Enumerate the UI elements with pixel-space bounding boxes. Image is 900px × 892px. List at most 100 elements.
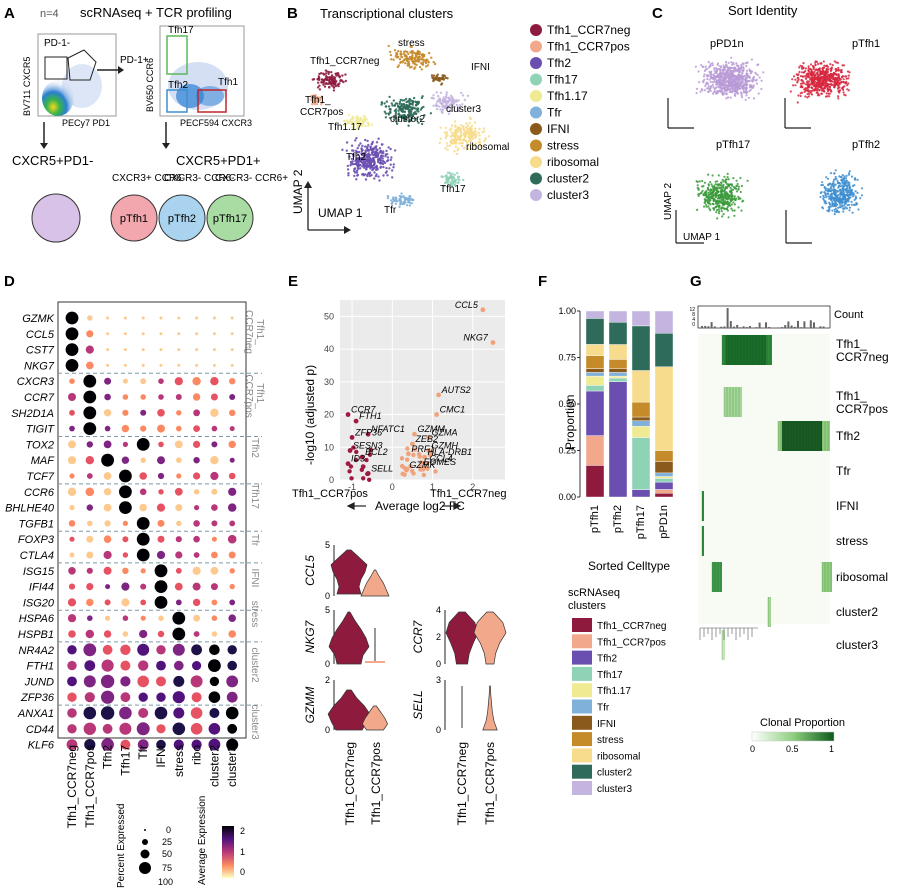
sort-point [727,193,730,196]
sort-point [721,193,724,196]
sort-point [730,61,733,64]
gene-label: KLF6 [28,740,55,752]
dot [141,363,145,367]
umap-point [412,96,416,100]
volcano-label: ZFP36 [354,427,382,437]
violin-tick: 3 [436,675,441,685]
sort-point [723,90,727,93]
sort-point [739,83,742,86]
sort-point [716,82,719,86]
bar-legend-swatch [572,781,592,795]
bar-legend-label: Tfh1.17 [597,686,631,697]
sort-point [732,78,735,81]
sort-point [755,78,758,81]
gate-tfh1: Tfh1 [218,77,238,88]
umap-point [462,146,466,150]
violin-ccl5-neg [330,549,368,595]
sort-point [802,82,805,85]
volcano-point-gzma [426,435,431,440]
sort-point [711,174,714,177]
dot [228,503,237,512]
umap-point [459,141,462,145]
umap-point [399,199,402,203]
dot [228,440,236,449]
sort-point [734,79,737,82]
sort-point [721,92,724,95]
umap-point [455,130,458,133]
sort-point [704,199,707,202]
sort-point [736,182,739,186]
sort-point [726,176,729,179]
sort-point [803,71,806,74]
umap-point [465,122,468,125]
umap-point [392,197,395,201]
y-tick: 10 [324,442,334,452]
sort-point [811,89,814,92]
gate-pd1-pos: PD-1+ [120,55,149,66]
umap-point [366,145,369,148]
dot [121,456,130,464]
sort-point [716,180,719,183]
sort-point [824,189,827,192]
dot [159,316,163,320]
sort-point [711,62,714,65]
umap-point [359,164,362,167]
umap-point [419,108,423,111]
sort-point [834,193,837,196]
x-tick: -1 [348,482,356,492]
legend-label: cluster2 [547,172,589,186]
umap-point [450,127,453,130]
dot [228,630,236,638]
volcano-point [368,447,374,453]
sort-point [822,80,825,83]
umap-point [369,145,372,148]
gene-label: CCR6 [24,487,55,499]
bar-segment [585,372,605,377]
umap-point [311,102,314,106]
umap-point [366,139,369,143]
violin-gzmm-pos [361,705,389,731]
sort-point [697,194,700,197]
dot [138,708,149,718]
sort-point [828,75,831,78]
sort-point [820,87,823,90]
sort-point [814,74,817,77]
heat-block [778,421,782,451]
legend-label: Tfh1_CCR7neg [547,23,630,37]
umap-point [483,139,486,143]
umap-point [450,102,453,106]
sort-point [712,189,716,192]
dot [174,377,183,386]
umap-point [438,97,441,100]
umap-point [378,147,382,150]
sort-point [832,72,835,75]
volcano-point-gzmk [404,467,409,473]
sort-point [834,175,837,179]
umap-point [318,72,321,76]
umap-point [482,127,486,130]
umap-point [345,119,349,122]
dot [119,469,132,483]
group-label: Tfh1_CCR7neg [243,310,265,354]
sort-point [727,68,730,71]
umap-point [458,104,461,107]
sort-point [708,78,711,81]
sort-point [718,194,721,197]
umap-point [416,51,419,54]
sort-point [709,209,712,212]
sort-point [831,196,834,199]
dot [230,348,234,352]
sort-point [720,90,723,93]
umap-point [424,65,428,68]
umap-point [355,178,358,181]
umap-point [356,120,359,123]
sort-point [804,77,807,80]
sort-point [851,184,854,188]
sort-point [737,70,740,73]
umap-point [327,72,330,76]
volcano-point-prf1 [406,451,411,457]
group-label-part: IFNI [249,569,260,588]
sort-point [828,88,831,91]
sort-point [726,183,729,186]
umap-point [364,145,367,148]
